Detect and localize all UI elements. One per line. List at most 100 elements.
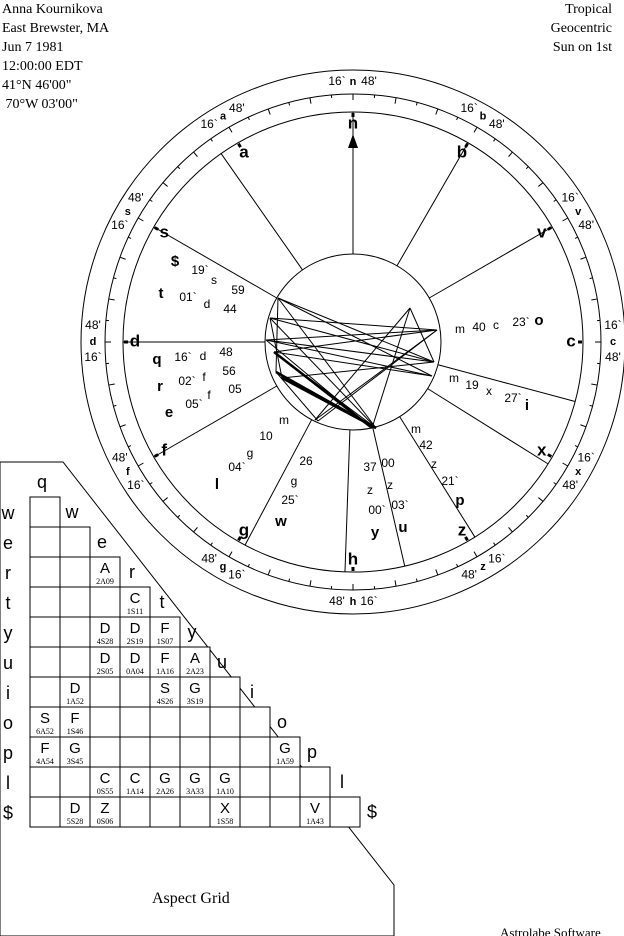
planet-position-label: 03` bbox=[391, 498, 408, 512]
aspect-orb: 1A10 bbox=[216, 787, 234, 796]
grid-row-glyph: t bbox=[5, 593, 10, 613]
degree-tick bbox=[137, 462, 144, 467]
aspect-line bbox=[275, 297, 279, 373]
cusp-sign-glyph: c bbox=[566, 331, 575, 350]
grid-column-glyph: q bbox=[37, 472, 47, 492]
aspect-grid-cell bbox=[299, 766, 331, 798]
house-line bbox=[427, 388, 549, 465]
aspect-glyph: D bbox=[130, 650, 141, 667]
degree-tick bbox=[553, 482, 557, 485]
aspect-glyph: F bbox=[40, 740, 49, 757]
degree-tick bbox=[228, 126, 233, 133]
aspect-orb: 3S45 bbox=[67, 757, 83, 766]
degree-tick bbox=[562, 462, 569, 467]
planet-position-label: 00` bbox=[368, 503, 385, 517]
longitude: 70°W 03'00" bbox=[2, 97, 78, 112]
degree-tick bbox=[119, 424, 126, 428]
cusp-minute-label: 48' bbox=[605, 350, 621, 364]
aspect-grid-cell bbox=[29, 496, 61, 528]
cusp-sign-glyph: n bbox=[348, 113, 358, 132]
aspect-grid-cell bbox=[59, 586, 91, 618]
grid-column-glyph: t bbox=[159, 592, 164, 612]
cusp-sign-glyph: f bbox=[161, 440, 167, 459]
degree-tick bbox=[193, 151, 198, 157]
planet-position-label: 19 bbox=[465, 378, 479, 392]
cusp-sign-glyph: s bbox=[159, 222, 168, 241]
aspect-grid-cell bbox=[59, 526, 91, 558]
aspect-orb: 0A04 bbox=[126, 667, 144, 676]
planet-position-label: 05 bbox=[228, 382, 242, 396]
grid-row-glyph: p bbox=[3, 743, 13, 763]
degree-tick bbox=[415, 578, 418, 582]
degree-tick bbox=[493, 138, 496, 142]
cusp-sign-glyph: d bbox=[130, 331, 140, 350]
degree-tick bbox=[435, 108, 439, 115]
planet-position-label: 27` bbox=[504, 391, 521, 405]
house-line bbox=[428, 226, 553, 299]
aspect-glyph: C bbox=[100, 770, 111, 787]
degree-tick bbox=[149, 199, 153, 202]
aspect-orb: 4S28 bbox=[97, 637, 113, 646]
cusp-sign-glyph: v bbox=[537, 222, 547, 241]
grid-column-glyph: y bbox=[188, 622, 197, 642]
degree-tick bbox=[574, 445, 578, 448]
aspect-line bbox=[275, 371, 319, 422]
planet-position-label: 42 bbox=[419, 438, 433, 452]
aspect-grid-cell bbox=[59, 796, 91, 828]
cusp-degree-label: 16` bbox=[111, 218, 128, 232]
aspect-grid-cell bbox=[29, 646, 61, 678]
outer-ring bbox=[80, 69, 624, 615]
cusp-marker bbox=[237, 142, 242, 148]
cusp-degree-label: 16` bbox=[488, 551, 505, 565]
aspect-orb: 1A59 bbox=[276, 757, 294, 766]
planet-position-label: d bbox=[204, 297, 211, 311]
aspect-grid-cell bbox=[89, 706, 121, 738]
aspect-glyph: D bbox=[130, 620, 141, 637]
aspect-orb: 2S19 bbox=[127, 637, 143, 646]
planet-position-label: 16` bbox=[174, 350, 191, 364]
degree-tick bbox=[589, 277, 593, 280]
planet-position-label: 21` bbox=[441, 474, 458, 488]
grid-column-glyph: $ bbox=[367, 802, 377, 822]
planet-position-label: 26 bbox=[299, 454, 313, 468]
degree-tick bbox=[525, 514, 529, 518]
planet-glyph: i bbox=[525, 397, 529, 414]
aspect-orb: 1A52 bbox=[66, 697, 84, 706]
aspect-grid-cell bbox=[29, 706, 61, 738]
aspect-grid-cell bbox=[59, 766, 91, 798]
aspect-grid-cell bbox=[299, 796, 331, 828]
aspect-grid-cell bbox=[209, 736, 241, 768]
aspect-grid-cell bbox=[89, 616, 121, 648]
chart-info-right: Tropical Geocentric Sun on 1st bbox=[551, 0, 612, 57]
cusp-minute-label: 48' bbox=[361, 74, 377, 88]
aspect-glyph: D bbox=[100, 650, 111, 667]
cusp-minute-label: 48' bbox=[489, 117, 505, 131]
cusp-sign-label: b bbox=[480, 111, 487, 123]
degree-tick bbox=[162, 497, 168, 502]
cusp-minute-label: 48' bbox=[128, 190, 144, 204]
planet-position-label: x bbox=[486, 384, 492, 398]
planet-position-label: z bbox=[367, 483, 373, 497]
degree-tick bbox=[473, 126, 478, 133]
cusp-sign-label: c bbox=[610, 336, 616, 348]
aspect-grid-cell bbox=[149, 736, 181, 768]
aspect-grid-cell bbox=[89, 556, 121, 588]
degree-tick bbox=[267, 108, 271, 115]
planet-glyph: y bbox=[371, 524, 380, 541]
degree-tick bbox=[456, 563, 459, 567]
person-name: Anna Kournikova bbox=[2, 2, 103, 17]
aspect-glyph: G bbox=[189, 680, 201, 697]
cusp-sign-label: h bbox=[350, 596, 357, 608]
grid-row-glyph: w bbox=[1, 503, 16, 523]
aspect-line bbox=[273, 351, 433, 377]
aspect-line bbox=[269, 317, 283, 379]
planet-position-label: 37 bbox=[363, 460, 377, 474]
planet-position-label: z bbox=[431, 457, 437, 471]
degree-tick bbox=[553, 199, 557, 202]
aspect-orb: 1S07 bbox=[157, 637, 173, 646]
degree-tick bbox=[493, 542, 496, 546]
aspect-glyph: Z bbox=[100, 800, 109, 817]
degree-tick bbox=[137, 217, 144, 222]
aspect-glyph: A bbox=[100, 560, 110, 577]
aspect-grid-cell bbox=[269, 796, 301, 828]
